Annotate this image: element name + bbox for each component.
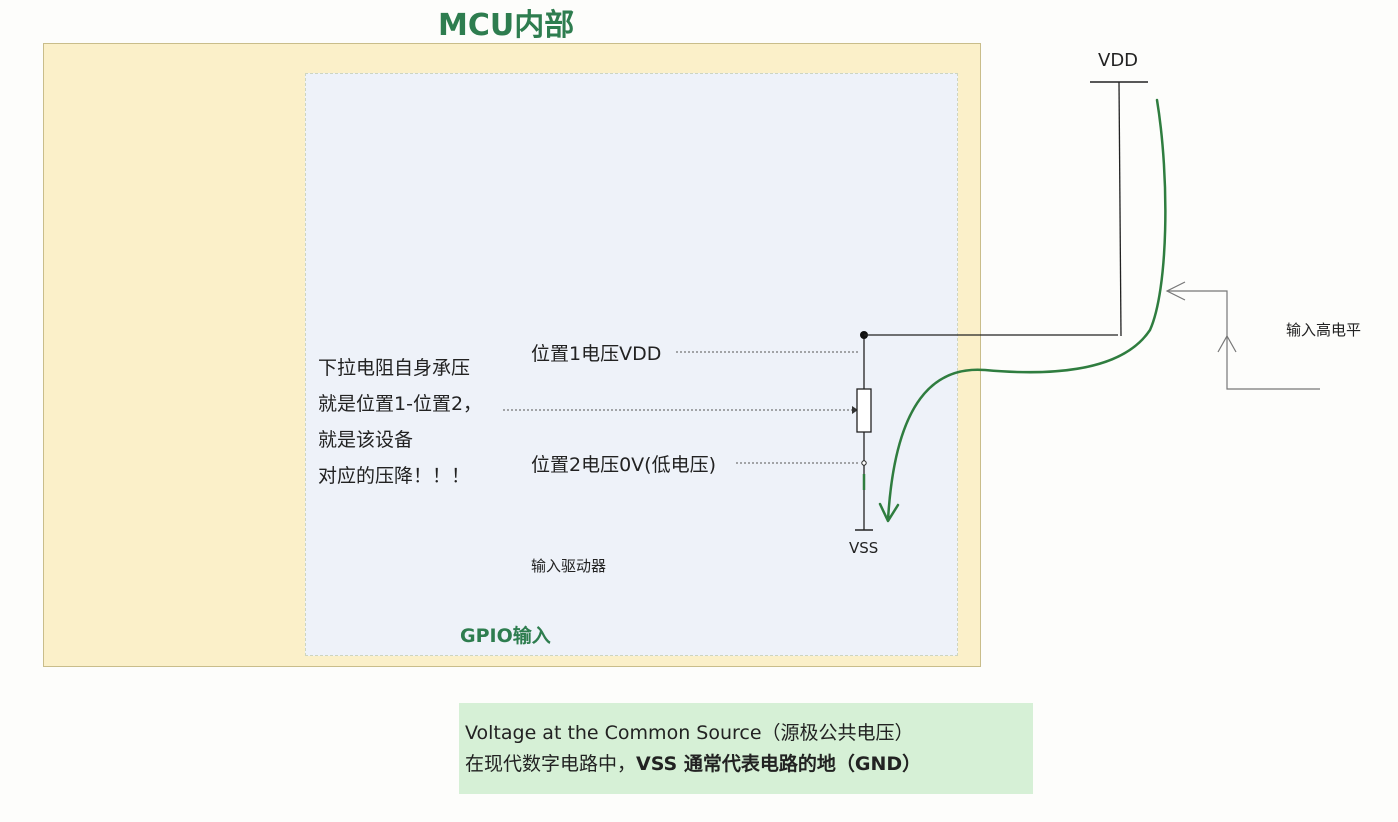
note-line: 就是位置1-位置2， bbox=[318, 393, 483, 415]
vss-label: VSS bbox=[849, 539, 879, 557]
note-line: 对应的压降！！！ bbox=[318, 465, 471, 487]
gpio-label: GPIO输入 bbox=[460, 625, 551, 647]
current-flow-arrow bbox=[886, 98, 1167, 522]
position2-label: 位置2电压0V(低电压) bbox=[531, 454, 716, 476]
input-driver-label: 输入驱动器 bbox=[531, 557, 607, 575]
gpio-input-box bbox=[305, 73, 958, 656]
position2-node bbox=[861, 460, 867, 466]
info-line-1: Voltage at the Common Source（源极公共电压） bbox=[465, 722, 914, 744]
input-signal-line bbox=[1167, 290, 1320, 390]
vdd-rail-vertical bbox=[1118, 81, 1122, 337]
note-line: 下拉电阻自身承压 bbox=[318, 357, 471, 379]
note-leader-arrowhead bbox=[852, 406, 858, 414]
pulldown-note: 下拉电阻自身承压 就是位置1-位置2， 就是该设备 对应的压降！！！ bbox=[318, 350, 482, 494]
position1-label: 位置1电压VDD bbox=[531, 343, 662, 365]
vdd-label: VDD bbox=[1098, 50, 1139, 71]
current-flow-arrowhead bbox=[878, 502, 900, 523]
info-line-2-bold: VSS 通常代表电路的地（GND） bbox=[636, 753, 922, 775]
note-line: 就是该设备 bbox=[318, 429, 414, 451]
pulldown-resistor bbox=[856, 388, 872, 433]
input-signal-arrowhead-left bbox=[1165, 281, 1186, 301]
mcu-title: MCU内部 bbox=[438, 8, 575, 43]
info-line-2-prefix: 在现代数字电路中， bbox=[465, 753, 637, 775]
vss-definition-box: Voltage at the Common Source（源极公共电压） 在现代… bbox=[459, 703, 1033, 794]
input-high-label: 输入高电平 bbox=[1286, 321, 1362, 339]
input-signal-arrowhead-up bbox=[1217, 334, 1237, 353]
info-line-2: 在现代数字电路中，VSS 通常代表电路的地（GND） bbox=[465, 749, 1033, 780]
